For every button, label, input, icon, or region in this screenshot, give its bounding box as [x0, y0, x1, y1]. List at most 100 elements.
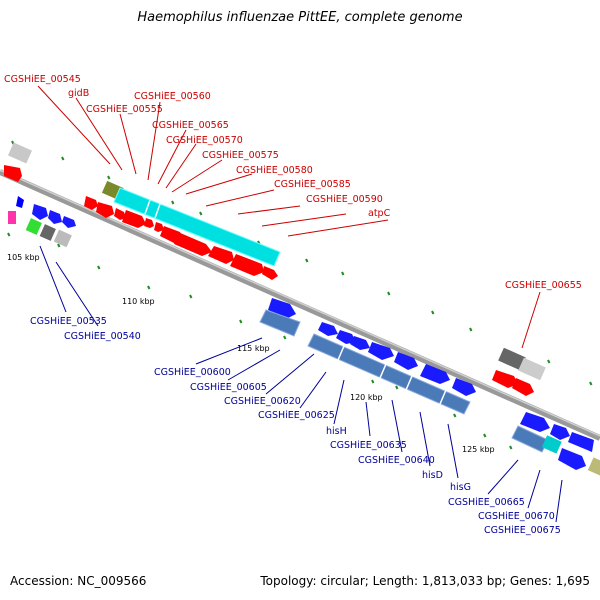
feature-gray — [518, 357, 546, 381]
tick-mark — [107, 175, 111, 180]
tick-mark — [11, 140, 15, 145]
reverse-gene-labels: CGSHiEE_00535CGSHiEE_00540CGSHiEE_00600C… — [30, 316, 561, 536]
feature-steelblue-block — [307, 333, 471, 415]
feature-red-arrow — [262, 266, 278, 280]
gene-label: hisH — [326, 426, 347, 437]
gene-label: gidB — [68, 88, 89, 99]
feature-blue-arrow — [558, 448, 586, 470]
genome-summary: Topology: circular; Length: 1,813,033 bp… — [260, 574, 590, 588]
scale-label: 110 kbp — [122, 297, 155, 306]
feature-red-arrow — [114, 208, 126, 220]
feature-blue-arrow — [568, 432, 594, 452]
scale-label: 125 kbp — [462, 445, 495, 454]
forward-leader-lines — [37, 85, 541, 349]
tick-mark — [305, 258, 309, 263]
feature-blue-arrow — [336, 330, 356, 344]
tick-mark — [387, 291, 391, 296]
feature-blue-arrow — [420, 364, 450, 384]
gene-label: CGSHiEE_00675 — [484, 525, 561, 536]
tick-mark — [509, 445, 513, 450]
gene-label: hisD — [422, 470, 443, 481]
tick-mark — [171, 200, 175, 205]
reverse-features — [8, 196, 600, 477]
feature-gray — [8, 142, 32, 164]
feature-darkgray — [498, 347, 526, 371]
scale-label: 115 kbp — [237, 344, 270, 353]
gene-label: CGSHiEE_00605 — [190, 382, 267, 393]
gene-label: CGSHiEE_00570 — [166, 135, 243, 146]
feature-blue-arrow — [520, 412, 550, 432]
feature-red-arrow — [4, 165, 22, 182]
gene-label: CGSHiEE_00620 — [224, 396, 301, 407]
scale-labels: 105 kbp 110 kbp 115 kbp 120 kbp 125 kbp — [7, 253, 495, 454]
feature-red-arrow — [208, 246, 234, 264]
gene-label: CGSHiEE_00565 — [152, 120, 229, 131]
tick-mark — [431, 310, 435, 315]
tick-mark — [189, 294, 193, 299]
accession-label: Accession: NC_009566 — [10, 574, 147, 588]
feature-blue-arrow — [62, 216, 76, 228]
tick-mark — [147, 285, 151, 290]
feature-red-arrow — [96, 202, 114, 218]
feature-blue-arrow — [16, 196, 24, 208]
feature-red-arrow — [230, 254, 264, 276]
tick-mark — [341, 271, 345, 276]
feature-gray — [53, 229, 72, 248]
gene-label: CGSHiEE_00640 — [358, 455, 435, 466]
feature-blue-arrow — [350, 336, 370, 350]
feature-blue-arrow — [368, 342, 394, 360]
feature-red-arrow — [144, 218, 154, 228]
reverse-leader-lines — [39, 245, 563, 523]
feature-blue-arrow — [268, 298, 296, 318]
gene-label: CGSHiEE_00555 — [86, 104, 163, 115]
feature-red-arrow — [174, 232, 212, 256]
feature-magenta — [8, 211, 16, 224]
tick-mark — [547, 359, 551, 364]
feature-red-arrow — [512, 378, 534, 396]
gene-label: CGSHiEE_00540 — [64, 331, 141, 342]
feature-cyan-block — [113, 187, 281, 267]
tick-mark — [371, 379, 375, 384]
scale-label: 105 kbp — [7, 253, 40, 262]
feature-green — [25, 218, 42, 235]
feature-blue-arrow — [452, 378, 476, 396]
feature-steelblue — [511, 425, 549, 453]
gene-label: CGSHiEE_00670 — [478, 511, 555, 522]
tick-mark — [469, 327, 473, 332]
tick-marks — [7, 140, 593, 450]
gene-label: CGSHiEE_00535 — [30, 316, 107, 327]
gene-label: CGSHiEE_00585 — [274, 179, 351, 190]
gene-label: CGSHiEE_00655 — [505, 280, 582, 291]
feature-red-arrow — [122, 210, 146, 228]
tick-mark — [57, 243, 61, 248]
tick-mark — [239, 319, 243, 324]
feature-red-arrow — [84, 196, 98, 210]
map-title: Haemophilus influenzae PittEE, complete … — [137, 10, 463, 25]
feature-blue-arrow — [48, 210, 62, 224]
feature-blue-arrow — [318, 322, 338, 336]
tick-mark — [589, 381, 593, 386]
gene-label: hisG — [450, 482, 471, 493]
tick-mark — [283, 335, 287, 340]
scale-label: 120 kbp — [350, 393, 383, 402]
forward-features — [4, 142, 546, 396]
feature-cyan — [541, 435, 562, 454]
forward-gene-labels: CGSHiEE_00545 gidB CGSHiEE_00555CGSHiEE_00… — [4, 74, 582, 291]
feature-khaki — [587, 457, 600, 477]
tick-mark — [61, 156, 65, 161]
feature-blue-arrow — [550, 424, 570, 440]
gene-label: CGSHiEE_00625 — [258, 410, 335, 421]
gene-label: CGSHiEE_00635 — [330, 440, 407, 451]
gene-label: CGSHiEE_00575 — [202, 150, 279, 161]
tick-mark — [97, 265, 101, 270]
gene-label: CGSHiEE_00545 — [4, 74, 81, 85]
feature-blue-arrow — [32, 204, 48, 220]
gene-label: CGSHiEE_00665 — [448, 497, 525, 508]
feature-darkgray — [39, 224, 56, 241]
tick-mark — [483, 433, 487, 438]
tick-mark — [199, 211, 203, 216]
tick-mark — [395, 385, 399, 390]
tick-mark — [7, 232, 11, 237]
gene-label: CGSHiEE_00600 — [154, 367, 231, 378]
